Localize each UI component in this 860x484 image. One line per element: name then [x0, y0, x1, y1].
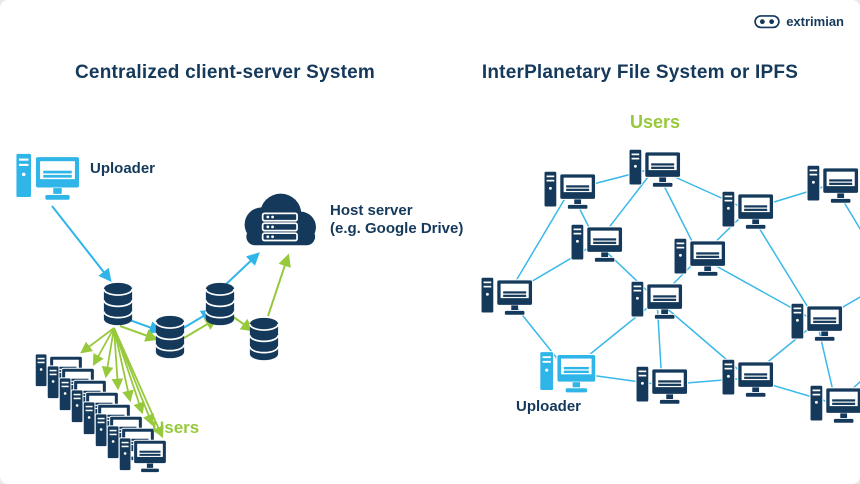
peer-computer-icon	[720, 355, 776, 401]
right-diagram-title: InterPlanetary File System or IPFS	[481, 62, 799, 83]
extrimian-goggles-icon	[754, 13, 780, 30]
peer-computer-icon	[629, 277, 685, 323]
peer-computer-icon	[805, 161, 860, 207]
extrimian-logo: extrimian	[754, 13, 844, 30]
host-server-label-line2: (e.g. Google Drive)	[330, 220, 464, 237]
uploader-computer-icon	[14, 148, 82, 205]
extrimian-logo-text: extrimian	[786, 14, 844, 29]
users-fan-lines	[80, 327, 164, 439]
peer-computer-icon	[634, 362, 690, 408]
peer-computer-icon	[672, 234, 728, 280]
host-server-label: Host server (e.g. Google Drive)	[330, 202, 463, 238]
host-server-cloud-icon	[236, 190, 322, 254]
peer-computer-icon	[627, 145, 683, 191]
host-server-label-line1: Host server	[330, 202, 413, 219]
database-icon	[248, 316, 280, 362]
peer-computer-icon	[808, 381, 860, 427]
peer-computer-icon	[479, 273, 535, 319]
uploader-computer-icon-right	[538, 347, 598, 397]
user-computer-icon	[118, 434, 168, 476]
database-icon	[102, 281, 134, 327]
uploader-label-left: Uploader	[90, 160, 156, 177]
users-label-right: Users	[629, 112, 681, 132]
users-label-left: Users	[152, 418, 200, 437]
database-icon	[204, 281, 236, 327]
peer-computer-icon	[720, 187, 776, 233]
peer-computer-icon	[789, 299, 845, 345]
database-icon	[154, 314, 186, 360]
left-diagram-title: Centralized client-server System	[75, 62, 375, 83]
uploader-label-right: Uploader	[516, 398, 582, 415]
peer-computer-icon	[542, 167, 598, 213]
peer-computer-icon	[569, 220, 625, 266]
